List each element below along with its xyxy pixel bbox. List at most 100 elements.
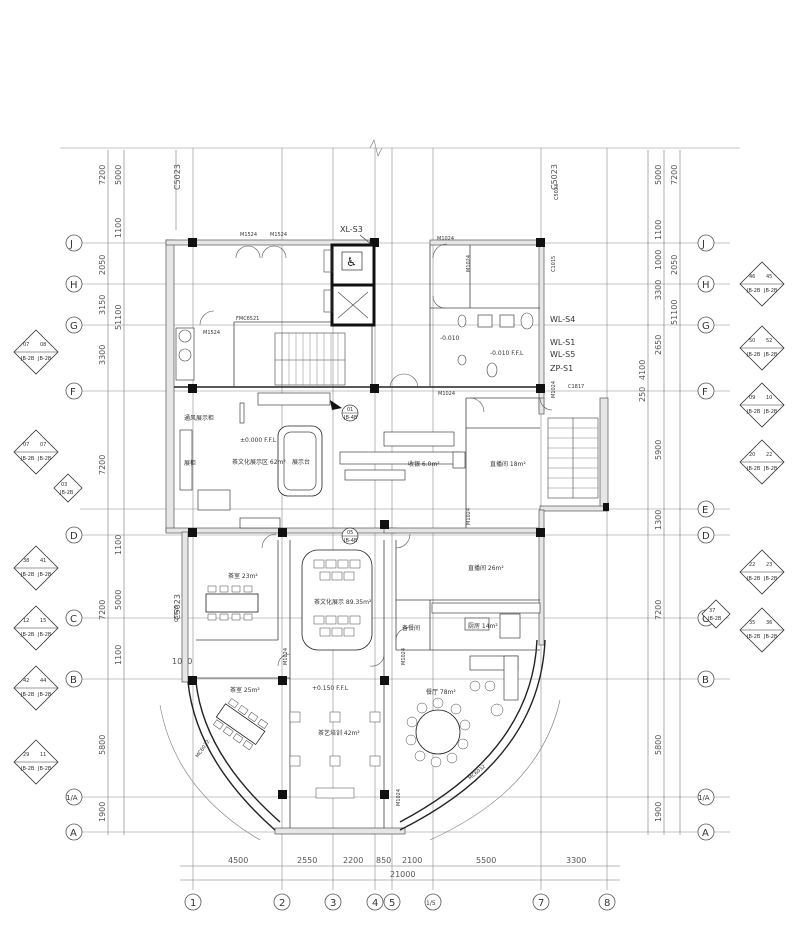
dim-left-1: 5000 — [114, 165, 123, 185]
door-tag-3: M1024 — [466, 255, 472, 272]
svg-text:45: 45 — [766, 274, 772, 280]
svg-text:20: 20 — [749, 452, 755, 458]
svg-text:15: 15 — [40, 618, 46, 624]
section-marker-05: 05 JB-4B — [341, 527, 359, 545]
svg-text:JB-2B: JB-2B — [20, 456, 35, 462]
door-tag-12: M1024 — [401, 648, 407, 665]
axis-right-C: C — [702, 614, 709, 625]
bottom-axis-bubbles: 1 2 3 4 5 1/5 7 8 — [184, 893, 616, 911]
room-7: 茶室 25m² — [230, 686, 260, 694]
svg-text:41: 41 — [40, 558, 46, 564]
door-tag-2: M1024 — [437, 236, 454, 242]
dim-right-1: 5000 — [654, 165, 663, 185]
room-8: 茶艺培训 42m² — [318, 729, 360, 737]
room-11: 厨房 14m² — [468, 622, 498, 630]
svg-text:JB-2B: JB-2B — [20, 632, 35, 638]
room-2: 收银 6.0m² — [408, 460, 440, 468]
ffl-upper-right: -0.010 F.F.L — [490, 350, 524, 357]
door-tag-9: C1817 — [568, 384, 584, 390]
door-tag-7: M1024 — [438, 391, 455, 397]
room-3: 直播间 18m² — [490, 460, 526, 468]
svg-text:JB-2B: JB-2B — [37, 572, 52, 578]
svg-text:JB-2B: JB-2B — [37, 356, 52, 362]
wl-s5-tag: WL-S5 — [550, 350, 575, 359]
dim-right-11: 5900 — [654, 440, 663, 460]
svg-text:JB-2B: JB-2B — [20, 766, 35, 772]
axis-right-A: A — [702, 828, 709, 839]
detail-marker-left-0: 07 08 JB-2B JB-2B — [13, 329, 59, 375]
svg-text:38: 38 — [23, 558, 29, 564]
door-tag-15: M1024 — [396, 789, 402, 806]
dim-left-3: 1100 — [114, 218, 123, 238]
interior-walls — [174, 245, 540, 828]
svg-text:JB-2B: JB-2B — [20, 692, 35, 698]
axis-left-C: C — [70, 614, 77, 625]
svg-text:07: 07 — [23, 442, 29, 448]
detail-marker-right-5: 37 JB-2B — [701, 599, 731, 629]
room-4: 茶室 23m² — [228, 572, 258, 580]
svg-text:09: 09 — [749, 395, 755, 401]
dim-right-0: 7200 — [670, 165, 679, 185]
dim-right-12: 1300 — [654, 510, 663, 530]
room-6: 直播间 26m² — [468, 564, 504, 572]
svg-text:JB-2B: JB-2B — [20, 572, 35, 578]
door-tag-0: M1524 — [240, 232, 257, 238]
door-swings — [199, 243, 553, 667]
svg-text:37: 37 — [709, 608, 715, 614]
upper-furniture — [175, 312, 534, 529]
detail-marker-left-4: 12 15 JB-2B JB-2B — [13, 605, 59, 651]
svg-text:23: 23 — [766, 562, 772, 568]
dim-right-5: 1000 — [654, 250, 663, 270]
svg-text:42: 42 — [23, 678, 29, 684]
dim-left-2: C5023 — [173, 164, 182, 190]
elevator-core: ♿ XL-S3 — [323, 225, 376, 327]
left-axis-bubbles: J H G F D C B 1/A A — [65, 234, 83, 841]
dim-bottom-6: 3300 — [566, 856, 586, 865]
stair-tag-xl-s3: XL-S3 — [340, 225, 363, 234]
svg-text:08: 08 — [40, 342, 46, 348]
detail-marker-right-1: 50 52 JB-2B JB-2B — [739, 325, 785, 371]
svg-text:JB-2B: JB-2B — [746, 352, 761, 358]
dim-bottom-total: 21000 — [390, 870, 415, 879]
svg-text:07: 07 — [40, 442, 46, 448]
detail-marker-right-0: 46 45 JB-2B JB-2B — [739, 261, 785, 307]
room-9: 餐厅 78m² — [426, 688, 456, 696]
dim-bottom-1: 2550 — [297, 856, 317, 865]
svg-text:22: 22 — [766, 452, 772, 458]
wl-s1-tag: WL-S1 — [550, 338, 575, 347]
dim-right-4: 2050 — [670, 255, 679, 275]
detail-marker-left-6: 29 11 JB-2B JB-2B — [13, 739, 59, 785]
svg-text:JB-2B: JB-2B — [763, 352, 778, 358]
svg-text:JB-2B: JB-2B — [20, 356, 35, 362]
axis-right-E: E — [702, 505, 708, 516]
axis-col-2: 2 — [279, 898, 285, 909]
right-axis-bubbles: J H G F E D C B 1/A A — [697, 234, 715, 841]
svg-text:JB-4B: JB-4B — [343, 415, 358, 421]
dim-bottom-5: 5500 — [476, 856, 496, 865]
detail-marker-right-4: 22 23 JB-2B JB-2B — [739, 549, 785, 595]
dim-right-6: 3300 — [654, 280, 663, 300]
room-10: 备餐间 — [402, 624, 420, 632]
svg-text:36: 36 — [766, 620, 772, 626]
axis-left-J: J — [69, 239, 73, 250]
svg-text:♿: ♿ — [346, 255, 357, 269]
axis-right-H: H — [702, 280, 710, 291]
svg-text:JB-2B: JB-2B — [746, 576, 761, 582]
svg-text:JB-2B: JB-2B — [763, 288, 778, 294]
dim-left-13: 1100 — [114, 645, 123, 665]
door-tag-10: M1024 — [466, 508, 472, 525]
right-dimension-chain: 7200 5000 C5023 1100 2050 1000 3300 5110… — [550, 150, 681, 835]
dim-right-13: 7200 — [654, 600, 663, 620]
left-dimension-chain: 7200 5000 C5023 1100 2050 3150 51100 330… — [98, 150, 192, 835]
axis-right-F: F — [702, 387, 708, 398]
svg-text:JB-2B: JB-2B — [763, 634, 778, 640]
axis-col-3: 3 — [330, 898, 336, 909]
svg-text:22: 22 — [749, 562, 755, 568]
axis-right-J: J — [701, 239, 705, 250]
axis-right-1A: 1/A — [698, 794, 710, 802]
svg-text:50: 50 — [749, 338, 755, 344]
c5023-right: C5023 — [554, 184, 560, 200]
room-12: 展柜 — [184, 459, 196, 467]
dim-left-16: 1900 — [98, 802, 107, 822]
axis-right-G: G — [702, 321, 710, 332]
